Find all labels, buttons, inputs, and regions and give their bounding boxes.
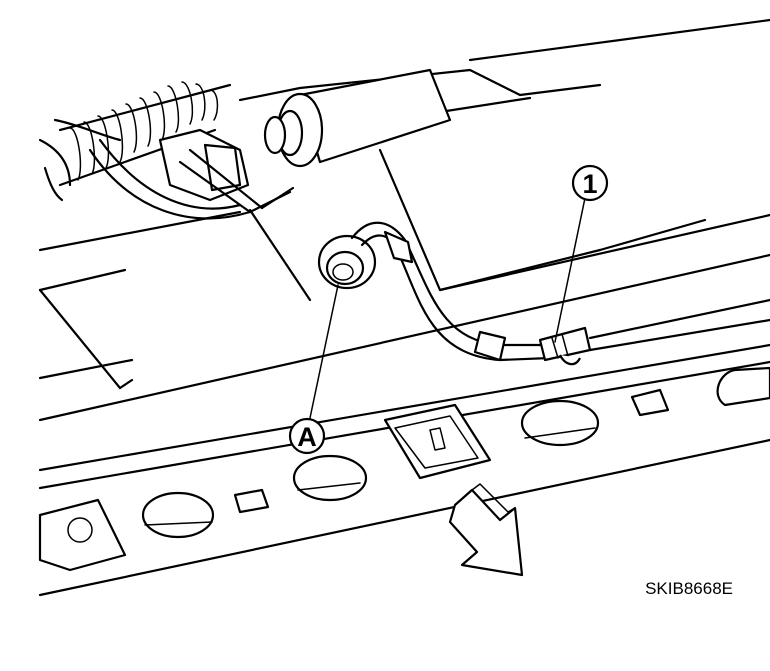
body-panel xyxy=(38,18,770,597)
callout-1: 1 xyxy=(571,164,609,202)
grommet xyxy=(317,234,377,290)
seat-rail-tube xyxy=(263,68,452,168)
harness-bracket xyxy=(88,128,295,220)
callout-1-label: 1 xyxy=(582,169,597,199)
callout-a-label: A xyxy=(297,422,317,452)
harness-wire xyxy=(350,221,770,362)
callout-a: A xyxy=(288,417,326,455)
hollow-arrow-down-right-icon xyxy=(448,483,524,577)
coiled-harness xyxy=(38,81,232,202)
figure-code: SKIB8668E xyxy=(645,579,733,598)
leader-lines xyxy=(309,197,586,419)
rail-holes xyxy=(38,366,770,572)
harness-clip xyxy=(538,326,592,366)
